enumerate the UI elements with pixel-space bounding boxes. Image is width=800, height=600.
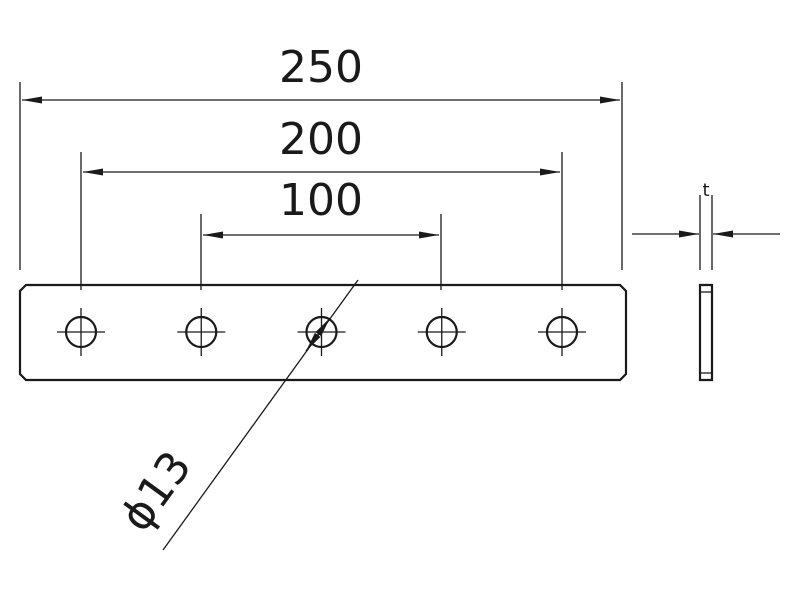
dimension-label-250: 250 [279,42,363,93]
mounting-hole [297,308,346,356]
dimension-label-diameter: ϕ13 [111,442,202,541]
side-view-outline [698,283,714,382]
diameter-arrows [305,317,331,352]
dimension-inner-hole-spacing: 100 [203,175,439,239]
extension-lines [19,82,623,290]
hole-group [57,308,586,356]
mounting-hole [417,308,466,356]
dimension-label-100: 100 [279,175,363,226]
mounting-hole [177,308,226,356]
mounting-hole [538,308,586,356]
plate-outline [18,283,628,382]
dimension-label-200: 200 [279,114,363,165]
thickness-label: t [702,180,709,201]
plate-front-view [18,283,628,382]
plate-side-view: t [632,180,780,382]
dimension-overall-length: 250 [22,42,620,104]
dimension-outer-hole-spacing: 200 [83,114,560,176]
mounting-hole [57,308,105,356]
